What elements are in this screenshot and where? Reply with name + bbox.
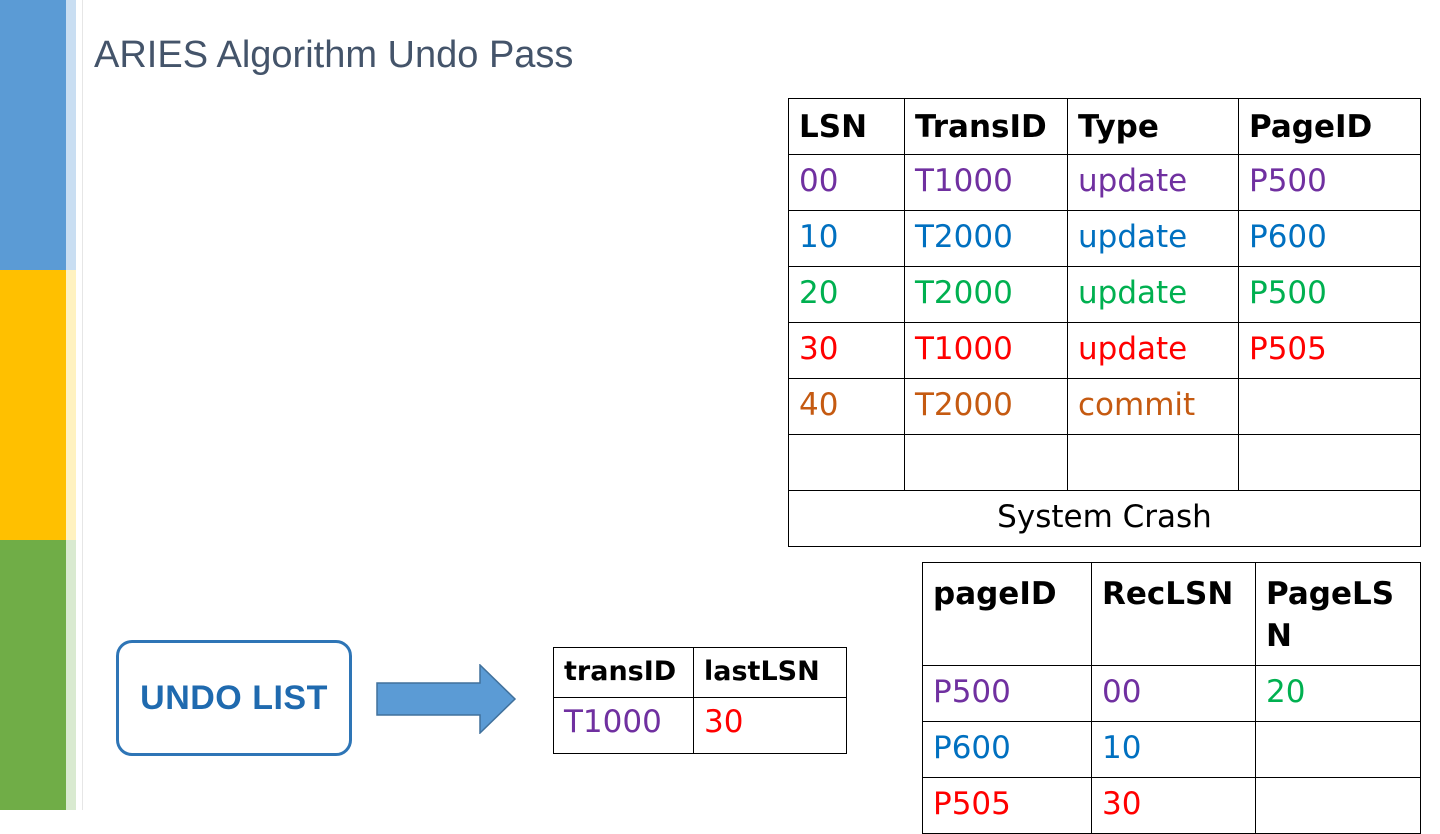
log-table-cell: T1000 (904, 154, 1068, 211)
log-header-type: Type (1067, 98, 1239, 155)
log-table-cell: T2000 (904, 378, 1068, 435)
log-table-cell: T1000 (904, 322, 1068, 379)
log-table-cell: update (1067, 154, 1239, 211)
transaction-table-header-row: transID lastLSN (553, 647, 847, 698)
dirty-page-table-cell: 20 (1255, 665, 1421, 722)
dirty-page-table-cell: P505 (922, 777, 1092, 834)
log-footer-row: System Crash (788, 490, 1421, 547)
tt-header-lastlsn: lastLSN (693, 647, 847, 698)
log-table-cell (1238, 378, 1421, 435)
log-table-cell: update (1067, 266, 1239, 323)
accent-bar-blue (0, 0, 66, 270)
transaction-table-cell: T1000 (553, 697, 694, 754)
slide-title: ARIES Algorithm Undo Pass (94, 34, 574, 76)
log-header-lsn: LSN (788, 98, 905, 155)
right-arrow-icon (376, 664, 517, 734)
accent-bar-yellow (0, 270, 66, 540)
dpt-header-pagelsn: PageLSN (1255, 562, 1421, 666)
log-table-cell (1238, 434, 1421, 491)
dpt-header-pageid: pageID (922, 562, 1092, 666)
log-table-cell: P505 (1238, 322, 1421, 379)
dirty-page-table-cell: 00 (1091, 665, 1256, 722)
log-header-transid: TransID (904, 98, 1068, 155)
log-table-cell (1067, 434, 1239, 491)
divider-line (82, 0, 83, 810)
dirty-page-table-cell (1255, 777, 1421, 834)
log-table-header-row: LSN TransID Type PageID (788, 98, 1421, 155)
transaction-table-cell: 30 (693, 697, 847, 754)
log-table-cell: 40 (788, 378, 905, 435)
dirty-page-table-cell: P600 (922, 721, 1092, 778)
log-table-cell: update (1067, 210, 1239, 267)
accent-bar-green (0, 540, 66, 810)
log-table-cell: T2000 (904, 266, 1068, 323)
dirty-page-table-cell (1255, 721, 1421, 778)
accent-stripe-yellow (66, 270, 76, 540)
log-table-cell (904, 434, 1068, 491)
log-table-cell: P500 (1238, 266, 1421, 323)
log-header-pageid: PageID (1238, 98, 1421, 155)
dirty-page-table-cell: 30 (1091, 777, 1256, 834)
log-table-cell: P500 (1238, 154, 1421, 211)
log-table-cell: T2000 (904, 210, 1068, 267)
tt-header-transid: transID (553, 647, 694, 698)
log-table-cell: 10 (788, 210, 905, 267)
log-table-cell: update (1067, 322, 1239, 379)
dirty-page-table-header-row: pageID RecLSN PageLSN (922, 562, 1421, 666)
dirty-page-table-cell: 10 (1091, 721, 1256, 778)
system-crash-label: System Crash (788, 490, 1421, 547)
dpt-header-reclsn: RecLSN (1091, 562, 1256, 666)
log-table-cell: 20 (788, 266, 905, 323)
log-table-row (788, 434, 1421, 491)
dirty-page-table-cell: P500 (922, 665, 1092, 722)
accent-stripe-green (66, 540, 76, 810)
log-table-cell: P600 (1238, 210, 1421, 267)
log-table-cell: 30 (788, 322, 905, 379)
accent-stripe-blue (66, 0, 76, 270)
log-table-cell: 00 (788, 154, 905, 211)
log-table-cell: commit (1067, 378, 1239, 435)
log-table-cell (788, 434, 905, 491)
undo-list-box: UNDO LIST (116, 640, 352, 756)
